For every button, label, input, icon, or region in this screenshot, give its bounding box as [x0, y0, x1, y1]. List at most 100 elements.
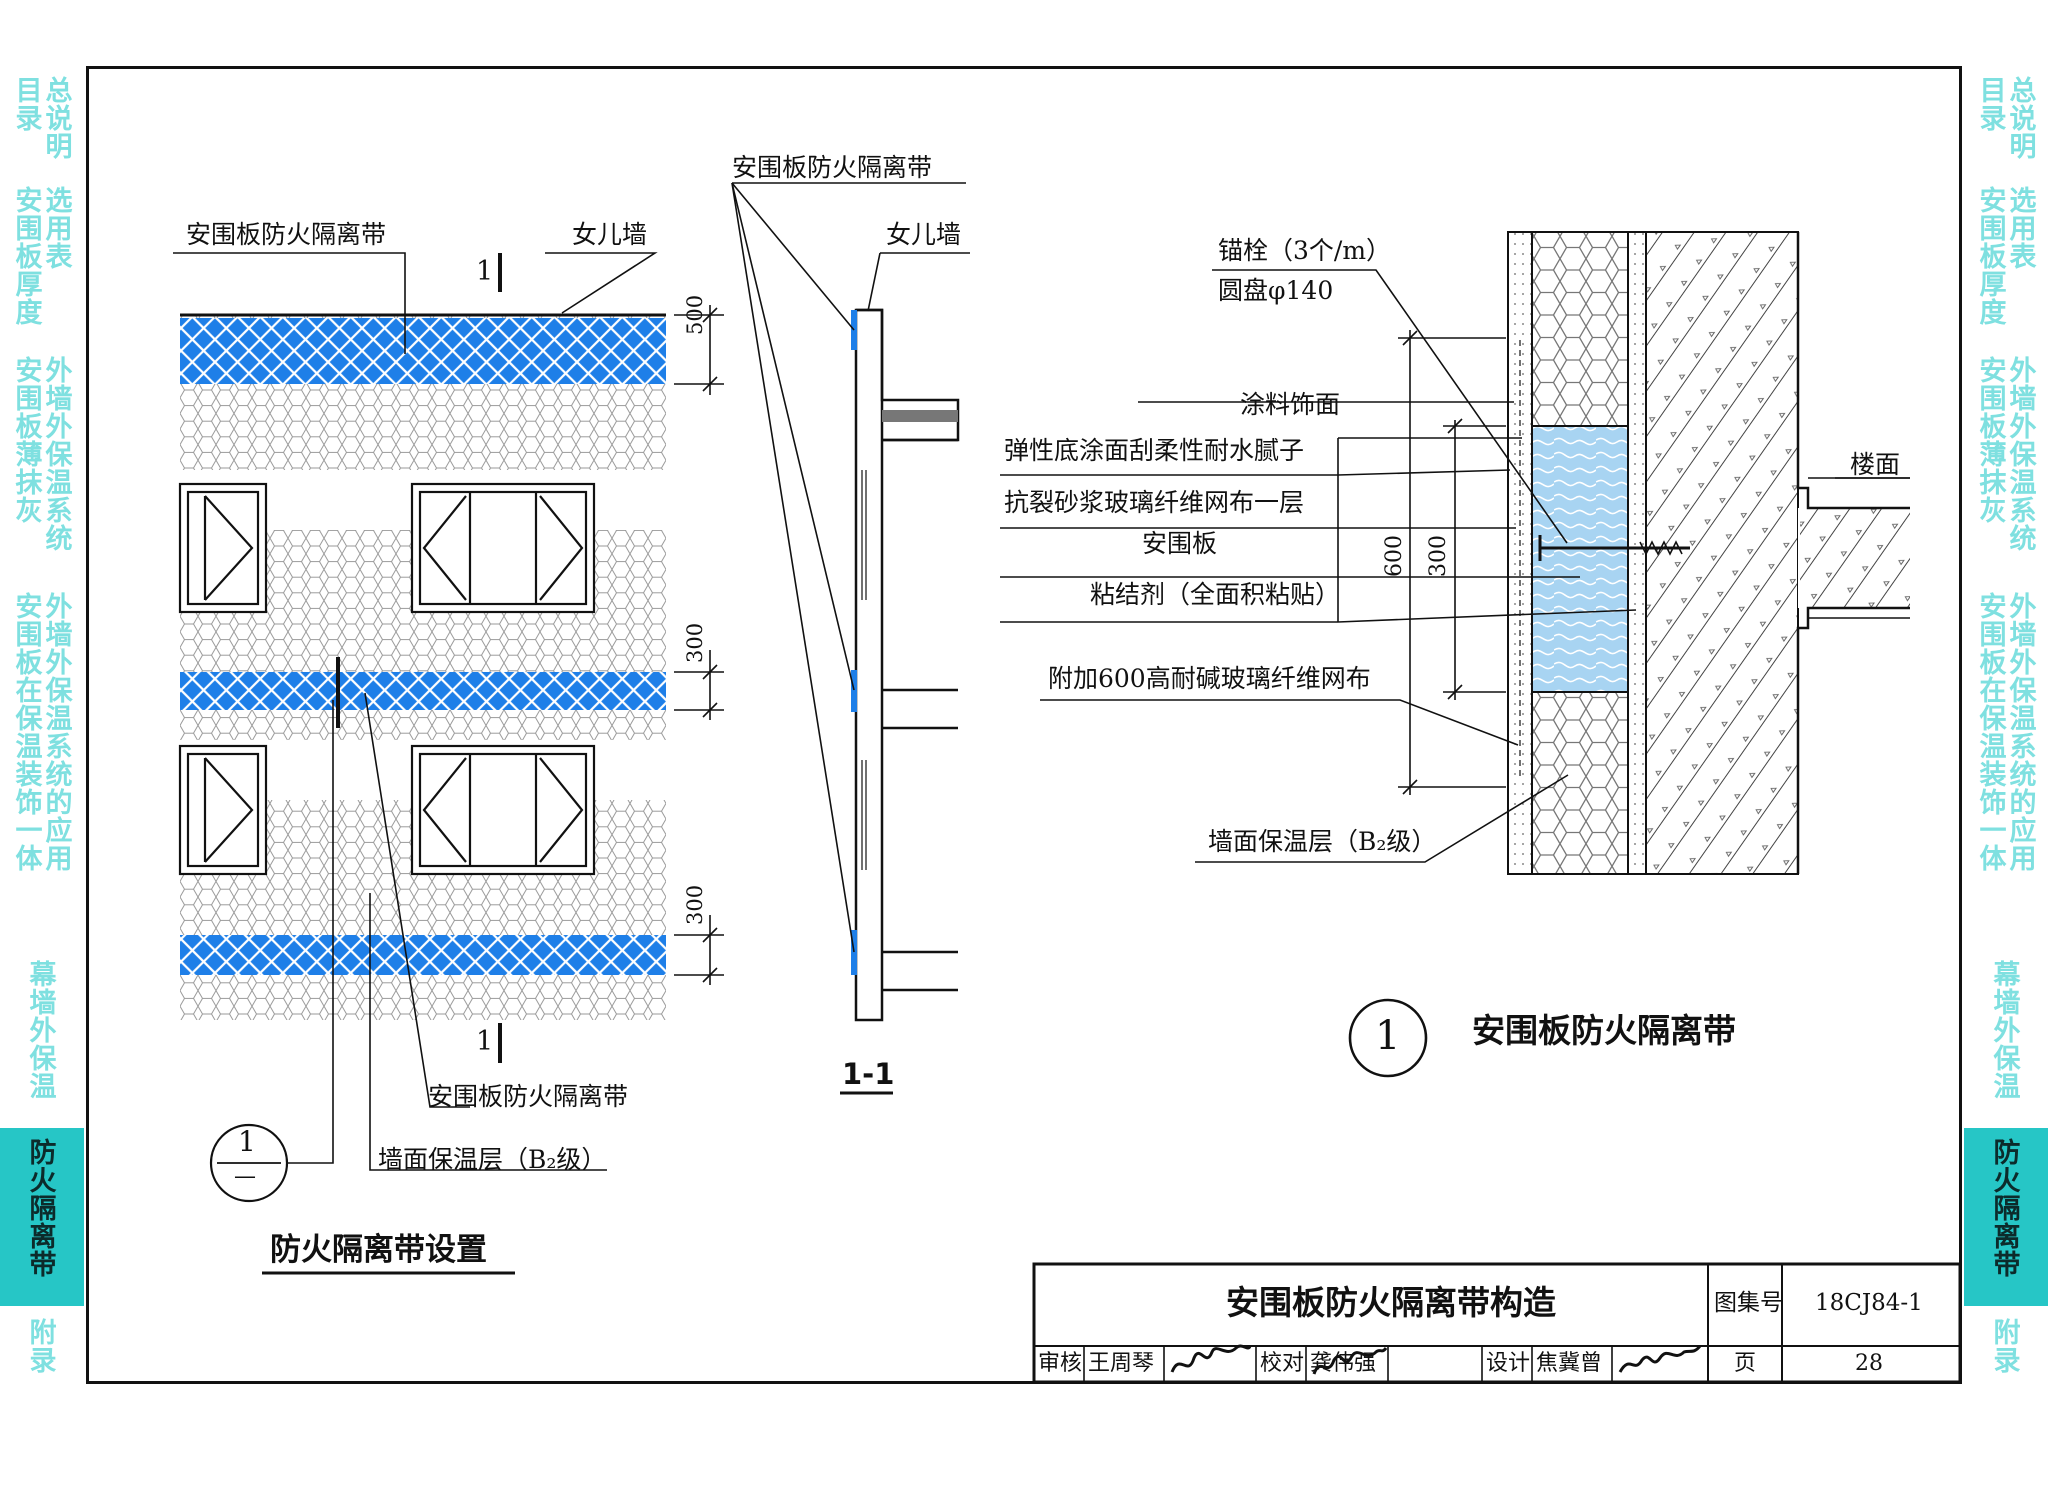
- sidebar-tab-label: 目录: [1979, 76, 2007, 135]
- elevation-caption: 防火隔离带设置: [270, 1232, 487, 1268]
- sidebar-tab-label: 附录: [1993, 1318, 2021, 1377]
- sidebar-tab-label: 幕墙外保温: [29, 960, 57, 1103]
- reviewer-name: 王周琴: [1088, 1351, 1155, 1376]
- detail-1-view: [1000, 231, 1910, 1078]
- sidebar-tab-label: 选用表: [45, 186, 73, 273]
- detail-fire-band-board: [1531, 425, 1629, 693]
- checker-signature: [1312, 1347, 1388, 1375]
- sidebar-tab-left-1[interactable]: 目录总说明: [0, 66, 84, 176]
- sidebar-tab-label: 目录: [15, 76, 43, 135]
- label-layer-mesh: 抗裂砂浆玻璃纤维网布一层: [1004, 488, 1305, 517]
- atlas-number: 18CJ84-1: [1815, 1290, 1923, 1316]
- check-label: 校对: [1260, 1351, 1305, 1376]
- detail-number-circle: [1348, 998, 1428, 1078]
- sidebar-tab-label: 附录: [29, 1318, 57, 1377]
- elevation-insulation-wall: [180, 315, 666, 1020]
- callout-sheet: —: [234, 1164, 256, 1189]
- sidebar-tab-label: 安围板在保温装饰一体: [15, 592, 43, 875]
- label-anchor: 锚栓（3个/m）: [1218, 236, 1392, 265]
- label-detail-insulation: 墙面保温层（B₂级）: [1208, 827, 1437, 856]
- sidebar-tab-label: 安围板薄抹灰: [1979, 356, 2007, 527]
- window-left-upper: [178, 482, 268, 614]
- sidebar-tab-label: 总说明: [45, 76, 73, 163]
- label-layer-adhesive: 粘结剂（全面积粘贴）: [1090, 580, 1341, 609]
- elevation-view: [173, 252, 724, 1275]
- design-label: 设计: [1486, 1351, 1531, 1376]
- designer-signature: [1618, 1345, 1702, 1373]
- sidebar-tab-right-4[interactable]: 安围板在保温装饰一体外墙外保温系统的应用: [1964, 582, 2048, 950]
- page-label: 页: [1734, 1351, 1757, 1376]
- atlas-label: 图集号: [1714, 1290, 1783, 1316]
- drawing-title: 安围板防火隔离带构造: [1226, 1283, 1556, 1322]
- sidebar-tab-label: 安围板在保温装饰一体: [1979, 592, 2007, 875]
- dim-300-detail: 300: [1426, 535, 1451, 577]
- sidebar-tab-right-5[interactable]: 幕墙外保温: [1964, 950, 2048, 1128]
- label-layer-paint: 涂料饰面: [1240, 390, 1341, 419]
- sidebar-tab-label: 安围板薄抹灰: [15, 356, 43, 527]
- section-band-middle: [851, 670, 857, 712]
- sidebar-tab-right-6[interactable]: 防火隔离带: [1964, 1128, 2048, 1308]
- drawing-frame: [86, 66, 1962, 1384]
- detail-adhesive-layer: [1627, 231, 1647, 875]
- callout-number: 1: [238, 1125, 256, 1158]
- section-mark-top: 1: [476, 256, 494, 287]
- sidebar-tab-right-2[interactable]: 安围板厚度选用表: [1964, 176, 2048, 346]
- fire-band-bottom: [180, 935, 666, 975]
- detail-number: 1: [1375, 1013, 1401, 1059]
- title-block: [1032, 1262, 1962, 1384]
- sidebar-tab-left-2[interactable]: 安围板厚度选用表: [0, 176, 84, 346]
- detail-floor-slab: [1798, 508, 1910, 608]
- sidebar-tab-right-1[interactable]: 目录总说明: [1964, 66, 2048, 176]
- sidebar-tab-label: 外墙外保温系统的应用: [2009, 592, 2037, 875]
- elevation-dimension-chain: [674, 305, 724, 985]
- detail-anchor: [1538, 535, 1690, 561]
- window-left-lower: [178, 744, 268, 876]
- sidebar-tab-label: 总说明: [2009, 76, 2037, 163]
- sidebar-tab-left-5[interactable]: 幕墙外保温: [0, 950, 84, 1128]
- dim-600: 600: [1382, 535, 1407, 577]
- section-1-1-view: [731, 182, 970, 1095]
- sidebar-tab-right-7[interactable]: 附录: [1964, 1308, 2048, 1384]
- sidebar-tab-label: 安围板厚度: [1979, 186, 2007, 329]
- dim-300-a: 300: [683, 622, 707, 663]
- sidebar-tab-label: 选用表: [2009, 186, 2037, 273]
- label-elev-fire-band-top: 安围板防火隔离带: [186, 220, 387, 249]
- section-leader-lines: [731, 182, 970, 953]
- page-number: 28: [1855, 1351, 1883, 1376]
- sidebar-tab-left-3[interactable]: 安围板薄抹灰外墙外保温系统: [0, 346, 84, 582]
- sidebar-tab-left-6[interactable]: 防火隔离带: [0, 1128, 84, 1308]
- window-right-lower: [410, 744, 596, 876]
- sidebar-tab-left-4[interactable]: 安围板在保温装饰一体外墙外保温系统的应用: [0, 582, 84, 950]
- label-anchor-disc: 圆盘φ140: [1218, 276, 1334, 305]
- label-sect-fire-band: 安围板防火隔离带: [732, 153, 933, 182]
- fire-band-top: [180, 318, 666, 384]
- sidebar-tab-label: 外墙外保温系统: [45, 356, 73, 555]
- dim-500: 500: [683, 294, 707, 335]
- label-elev-insulation: 墙面保温层（B₂级）: [378, 1145, 607, 1174]
- checker-name: 龚伟强: [1310, 1351, 1377, 1376]
- sidebar-tab-label: 防火隔离带: [29, 1138, 57, 1281]
- label-elev-fire-band-bottom: 安围板防火隔离带: [428, 1082, 629, 1111]
- section-band-bottom: [851, 930, 857, 975]
- label-sect-parapet: 女儿墙: [886, 220, 962, 249]
- label-layer-board: 安围板: [1142, 529, 1218, 558]
- section-mark-bottom: 1: [476, 1026, 494, 1057]
- reviewer-signature: [1170, 1344, 1252, 1373]
- detail-dimension-lines: [1398, 330, 1506, 795]
- section-wall: [854, 308, 884, 1022]
- detail-leader-lines: [1000, 269, 1910, 863]
- label-layer-putty: 弹性底涂面刮柔性耐水腻子: [1004, 436, 1305, 465]
- detail-title: 安围板防火隔离带: [1472, 1011, 1736, 1050]
- section-caption: 1-1: [842, 1057, 895, 1091]
- designer-name: 焦冀曾: [1536, 1351, 1603, 1376]
- label-elev-parapet: 女儿墙: [572, 220, 648, 249]
- sidebar-tab-label: 外墙外保温系统的应用: [45, 592, 73, 875]
- sidebar-tab-label: 安围板厚度: [15, 186, 43, 329]
- window-right-upper: [410, 482, 596, 614]
- sidebar-tab-right-3[interactable]: 安围板薄抹灰外墙外保温系统: [1964, 346, 2048, 582]
- label-floor: 楼面: [1850, 450, 1901, 479]
- sidebar-tab-left-7[interactable]: 附录: [0, 1308, 84, 1384]
- fire-band-middle: [180, 672, 666, 710]
- dim-300-b: 300: [683, 884, 707, 925]
- review-label: 审核: [1038, 1351, 1083, 1376]
